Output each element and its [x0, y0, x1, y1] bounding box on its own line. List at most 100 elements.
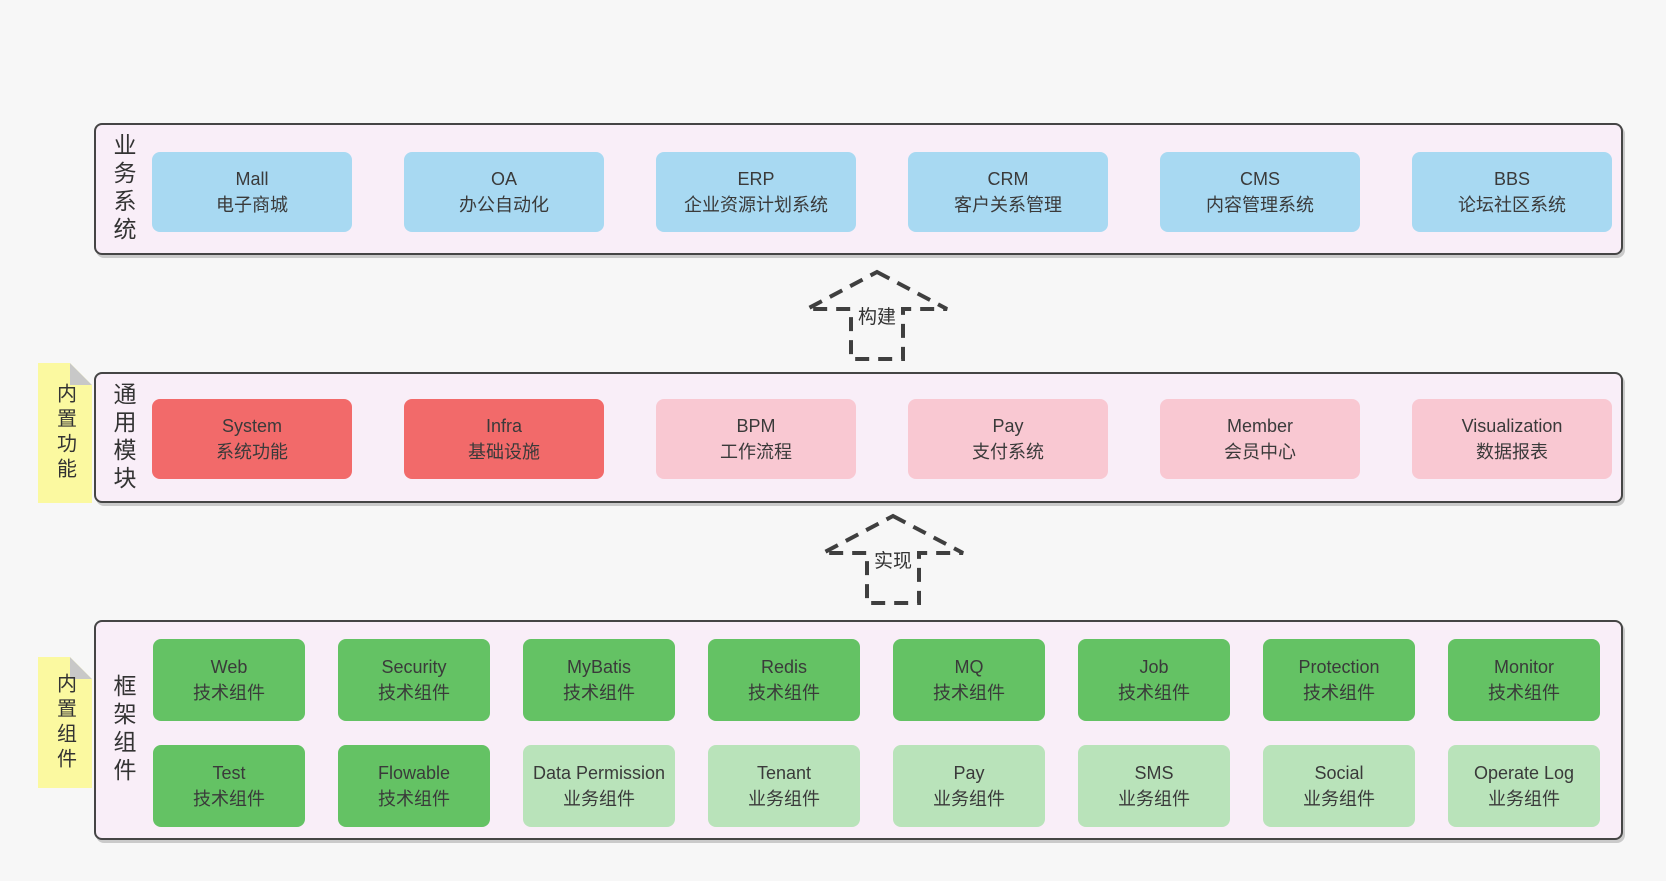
box-subtitle: 技术组件: [378, 683, 450, 703]
sticky-tag-built-in-components: 内置组件: [38, 657, 92, 788]
box-title: Security: [381, 656, 447, 677]
dashed-up-arrow-icon: 构建: [804, 269, 950, 363]
box-title: Operate Log: [1473, 762, 1575, 783]
box-subtitle: 技术组件: [1303, 683, 1375, 703]
box-redis: Redis 技术组件: [708, 639, 860, 721]
box-erp: ERP 企业资源计划系统: [656, 152, 856, 232]
box-title: Social: [1314, 762, 1364, 783]
box-subtitle: 电子商城: [216, 195, 288, 215]
box-title: Flowable: [377, 762, 451, 783]
box-subtitle: 业务组件: [563, 789, 635, 809]
box-subtitle: 技术组件: [1488, 683, 1560, 703]
common-modules-panel: 通用模块 System 系统功能 Infra 基础设施 BPM 工作流程 Pay…: [94, 372, 1623, 503]
box-subtitle: 技术组件: [193, 789, 265, 809]
box-subtitle: 技术组件: [1118, 683, 1190, 703]
box-title: Infra: [485, 415, 523, 436]
sticky-tag-label: 内置功能: [53, 383, 76, 483]
common-modules-label: 通用模块: [110, 381, 136, 494]
sticky-tag-label: 内置组件: [53, 672, 76, 773]
box-title: Mall: [235, 168, 269, 189]
box-subtitle: 会员中心: [1224, 442, 1296, 462]
box-title: Web: [210, 656, 248, 677]
arrow-label-build: 构建: [854, 302, 900, 329]
box-system: System 系统功能: [152, 399, 352, 479]
box-title: Protection: [1298, 656, 1380, 677]
box-subtitle: 技术组件: [193, 683, 265, 703]
box-title: Test: [212, 762, 246, 783]
box-sms: SMS 业务组件: [1078, 745, 1230, 827]
box-title: Redis: [760, 656, 808, 677]
box-title: Monitor: [1493, 656, 1555, 677]
box-subtitle: 业务组件: [933, 789, 1005, 809]
box-tenant: Tenant 业务组件: [708, 745, 860, 827]
box-title: System: [221, 415, 282, 436]
box-subtitle: 技术组件: [378, 789, 450, 809]
business-systems-label: 业务系统: [110, 133, 136, 245]
box-title: CRM: [987, 168, 1029, 189]
box-title: OA: [490, 168, 517, 189]
box-subtitle: 基础设施: [468, 442, 540, 462]
box-title: BBS: [1493, 168, 1531, 189]
box-job: Job 技术组件: [1078, 639, 1230, 721]
box-subtitle: 技术组件: [933, 683, 1005, 703]
box-subtitle: 支付系统: [972, 442, 1044, 462]
box-subtitle: 业务组件: [1488, 789, 1560, 809]
sticky-tag-built-in-features: 内置功能: [38, 363, 92, 503]
box-subtitle: 数据报表: [1476, 442, 1548, 462]
box-subtitle: 技术组件: [748, 683, 820, 703]
box-oa: OA 办公自动化: [404, 152, 604, 232]
framework-tech-box-row: Web 技术组件 Security 技术组件 MyBatis 技术组件 Redi…: [153, 639, 1600, 721]
box-title: Data Permission: [532, 762, 666, 783]
box-title: MyBatis: [566, 656, 631, 677]
box-crm: CRM 客户关系管理: [908, 152, 1108, 232]
box-subtitle: 论坛社区系统: [1458, 195, 1566, 215]
box-title: Member: [1226, 415, 1293, 436]
box-bbs: BBS 论坛社区系统: [1412, 152, 1612, 232]
framework-components-label: 框架组件: [110, 674, 136, 786]
box-subtitle: 业务组件: [748, 789, 820, 809]
common-modules-box-row: System 系统功能 Infra 基础设施 BPM 工作流程 Pay 支付系统…: [152, 399, 1612, 479]
box-monitor: Monitor 技术组件: [1448, 639, 1600, 721]
box-mq: MQ 技术组件: [893, 639, 1045, 721]
box-title: ERP: [737, 168, 775, 189]
box-subtitle: 办公自动化: [459, 195, 549, 215]
box-mall: Mall 电子商城: [152, 152, 352, 232]
box-title: Pay: [992, 415, 1024, 436]
box-flowable: Flowable 技术组件: [338, 745, 490, 827]
box-pay-component: Pay 业务组件: [893, 745, 1045, 827]
box-subtitle: 技术组件: [563, 683, 635, 703]
business-systems-box-row: Mall 电子商城 OA 办公自动化 ERP 企业资源计划系统 CRM 客户关系…: [152, 152, 1612, 232]
box-operate-log: Operate Log 业务组件: [1448, 745, 1600, 827]
box-title: SMS: [1134, 762, 1174, 783]
box-web: Web 技术组件: [153, 639, 305, 721]
box-protection: Protection 技术组件: [1263, 639, 1415, 721]
box-subtitle: 客户关系管理: [954, 195, 1062, 215]
box-pay-system: Pay 支付系统: [908, 399, 1108, 479]
box-visualization: Visualization 数据报表: [1412, 399, 1612, 479]
box-mybatis: MyBatis 技术组件: [523, 639, 675, 721]
framework-components-panel: 框架组件 Web 技术组件 Security 技术组件 MyBatis 技术组件…: [94, 620, 1623, 840]
box-test: Test 技术组件: [153, 745, 305, 827]
box-cms: CMS 内容管理系统: [1160, 152, 1360, 232]
box-infra: Infra 基础设施: [404, 399, 604, 479]
framework-business-box-row: Test 技术组件 Flowable 技术组件 Data Permission …: [153, 745, 1600, 827]
dashed-up-arrow-icon: 实现: [820, 513, 966, 607]
box-subtitle: 企业资源计划系统: [684, 195, 828, 215]
box-title: Tenant: [756, 762, 812, 783]
box-social: Social 业务组件: [1263, 745, 1415, 827]
box-subtitle: 工作流程: [720, 442, 792, 462]
arrow-label-implement: 实现: [870, 546, 916, 573]
box-title: CMS: [1240, 168, 1280, 189]
box-title: Job: [1139, 656, 1169, 677]
box-subtitle: 内容管理系统: [1206, 195, 1314, 215]
box-title: BPM: [736, 415, 776, 436]
box-title: Visualization: [1461, 415, 1563, 436]
box-security: Security 技术组件: [338, 639, 490, 721]
box-bpm: BPM 工作流程: [656, 399, 856, 479]
box-subtitle: 业务组件: [1303, 789, 1375, 809]
business-systems-panel: 业务系统 Mall 电子商城 OA 办公自动化 ERP 企业资源计划系统 CRM…: [94, 123, 1623, 255]
box-subtitle: 系统功能: [216, 442, 288, 462]
box-title: MQ: [954, 656, 984, 677]
box-subtitle: 业务组件: [1118, 789, 1190, 809]
box-title: Pay: [953, 762, 985, 783]
